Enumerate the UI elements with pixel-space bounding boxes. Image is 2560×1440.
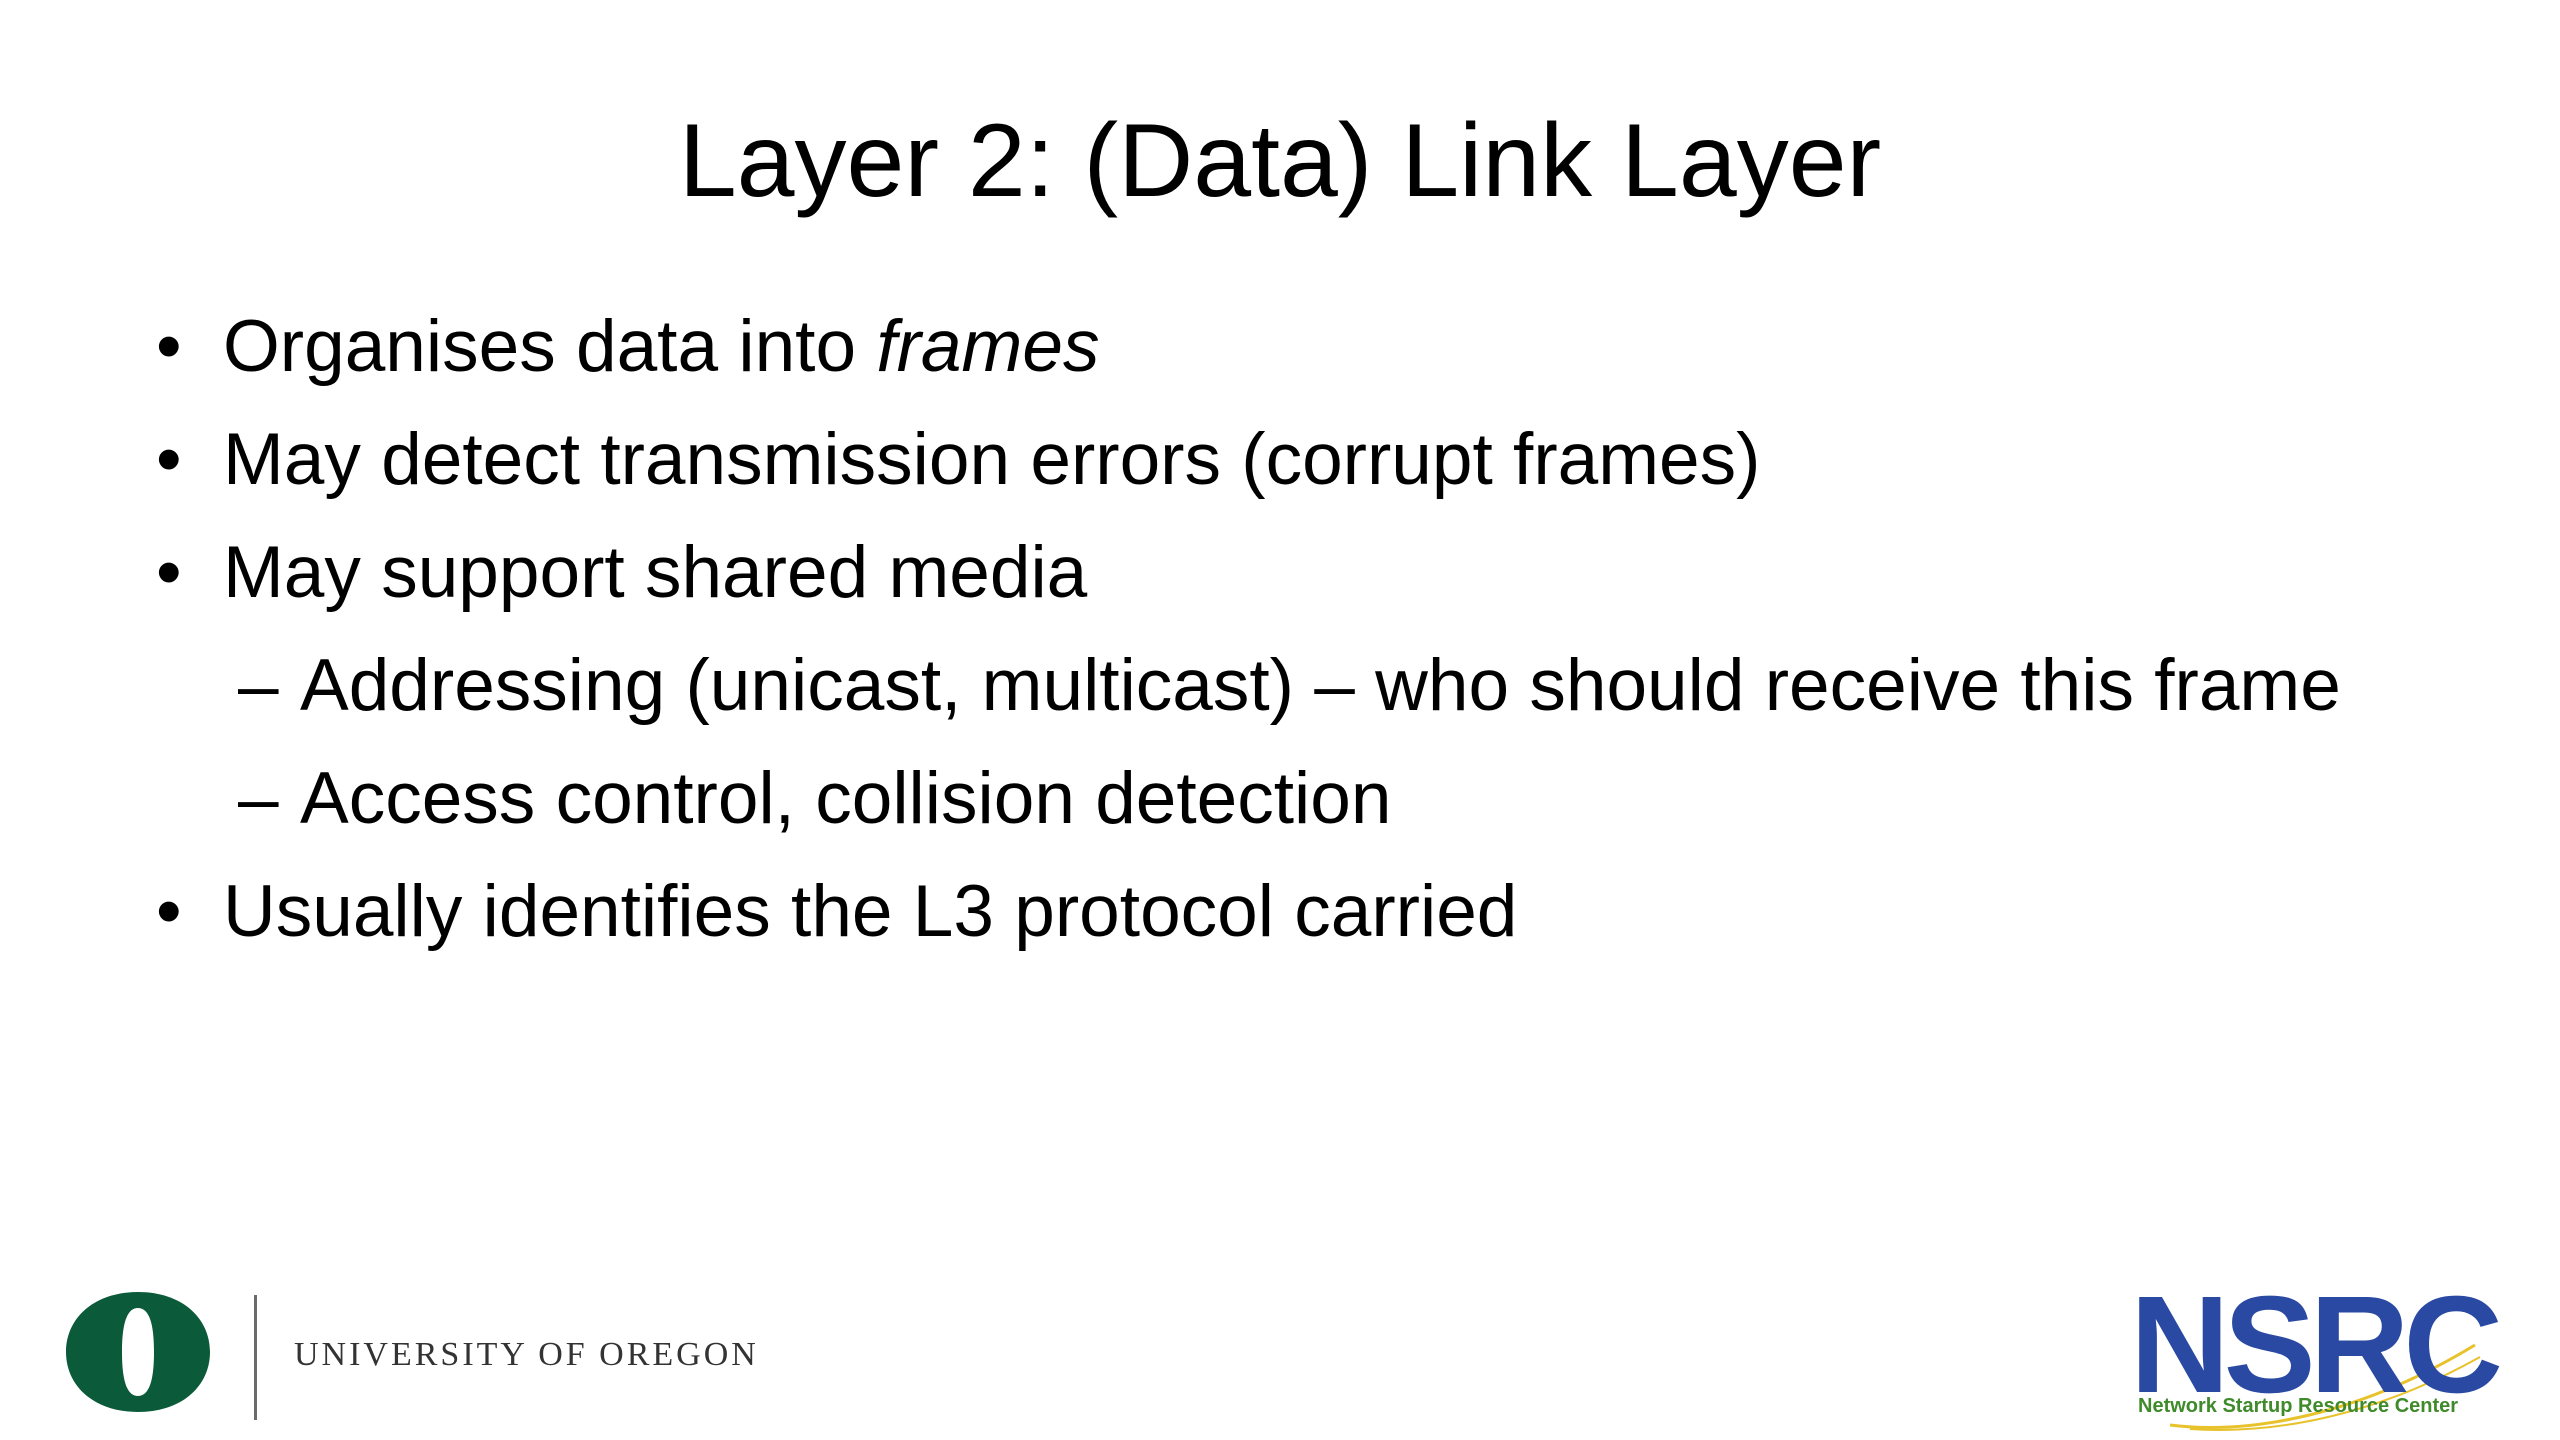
sub-bullet-text: Addressing (unicast, multicast) – who sh… [300, 645, 2341, 726]
bullet-marker: • [156, 419, 182, 500]
sub-bullet-marker: – [238, 645, 279, 726]
bullet-emphasis: frames [876, 306, 1100, 387]
nsrc-tagline: Network Startup Resource Center [2138, 1395, 2459, 1417]
bullet-list: • Organises data into frames • May detec… [150, 300, 2400, 978]
sub-bullet-item: – Addressing (unicast, multicast) – who … [150, 639, 2420, 732]
university-of-oregon-o-logo [66, 1292, 210, 1412]
footer-divider [254, 1295, 257, 1420]
bullet-item: • Usually identifies the L3 protocol car… [150, 865, 2400, 958]
slide-title: Layer 2: (Data) Link Layer [678, 103, 1882, 219]
bullet-marker: • [156, 871, 182, 952]
bullet-text: Organises data into [223, 306, 877, 387]
bullet-item: • Organises data into frames [150, 300, 2400, 393]
bullet-marker: • [156, 532, 182, 613]
university-name: UNIVERSITY OF OREGON [294, 1336, 759, 1373]
bullet-marker: • [156, 306, 182, 387]
nsrc-letters: NSRC [2130, 1268, 2503, 1422]
bullet-item: • May detect transmission errors (corrup… [150, 413, 2400, 506]
sub-bullet-marker: – [238, 758, 279, 839]
bullet-text: May support shared media [223, 532, 1088, 613]
bullet-item: • May support shared media [150, 526, 2400, 619]
bullet-text: Usually identifies the L3 protocol carri… [223, 871, 1518, 952]
nsrc-logo: NSRC Network Startup Resource Center [2130, 1275, 2503, 1435]
nsrc-swoosh-icon [2169, 1343, 2481, 1431]
sub-bullet-item: – Access control, collision detection [150, 752, 2420, 845]
sub-bullet-text: Access control, collision detection [300, 758, 1392, 839]
bullet-text: May detect transmission errors (corrupt … [223, 419, 1761, 500]
